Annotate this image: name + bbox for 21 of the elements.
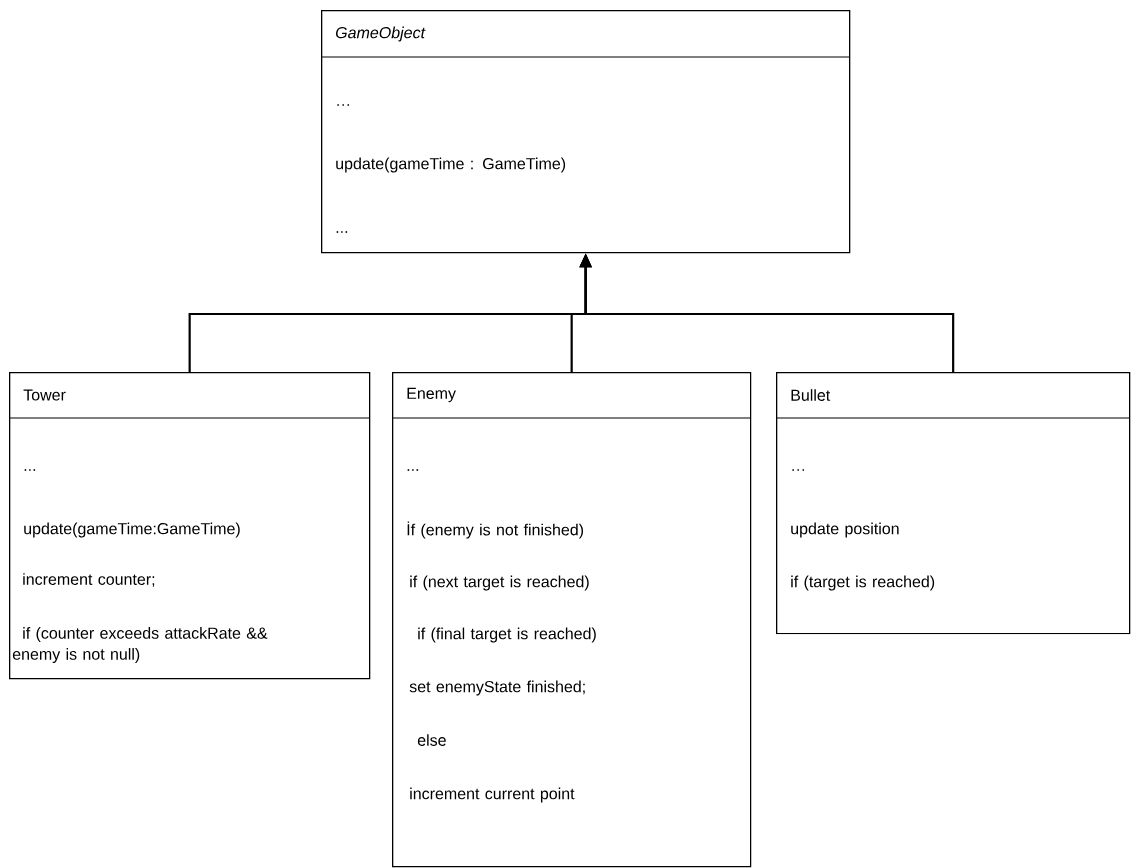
member-text: if (counter exceeds attackRate && enemy is not null) [12, 627, 268, 663]
class-name: Tower [23, 389, 66, 401]
member-text: increment current point [410, 787, 575, 803]
member-text: if (final target is reached) [418, 627, 596, 643]
member-text: … [792, 469, 805, 471]
member-text: set enemyState finished; [409, 680, 585, 696]
member-text: if (next target is reached) [410, 575, 589, 591]
member-text: update(gameTime : GameTime) [336, 157, 566, 173]
member-text: ... [24, 469, 36, 471]
member-text: … [337, 104, 350, 106]
member-text: if (target is reached) [791, 575, 935, 591]
class-name: Enemy [407, 387, 456, 403]
class-name: Bullet [791, 389, 831, 401]
member-text: İf (enemy is not finished) [407, 521, 584, 539]
member-text: update(gameTime:GameTime) [24, 522, 240, 538]
member-text: ... [407, 469, 419, 471]
class-name: GameObject [336, 26, 426, 42]
member-text: update position [791, 522, 899, 538]
member-text: increment counter; [23, 573, 155, 587]
member-text: else [417, 734, 446, 746]
member-text: ... [336, 231, 348, 233]
